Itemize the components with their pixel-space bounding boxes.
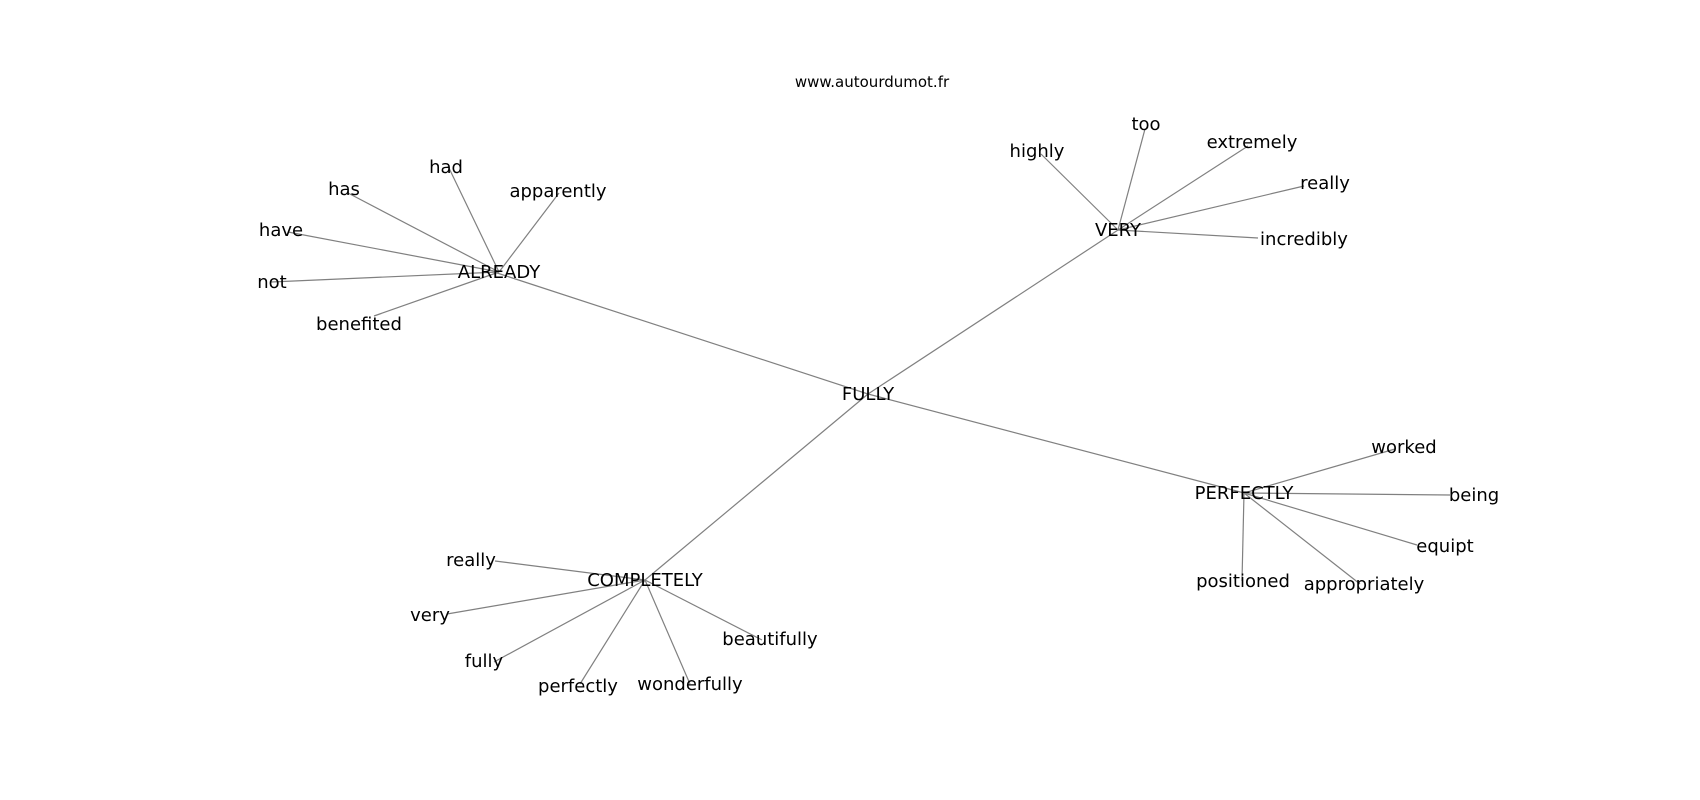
word-node-equipt[interactable]: equipt xyxy=(1416,536,1473,557)
edge-center-very xyxy=(867,229,1119,395)
word-node-benefited[interactable]: benefited xyxy=(316,314,402,335)
word-node-fully[interactable]: fully xyxy=(465,651,504,672)
edge-completely-leaf xyxy=(644,579,763,641)
edge-already-leaf xyxy=(347,192,500,273)
word-node-really-very[interactable]: really xyxy=(1300,173,1350,194)
word-node-extremely[interactable]: extremely xyxy=(1207,132,1298,153)
word-node-worked[interactable]: worked xyxy=(1371,437,1436,458)
edge-completely-leaf xyxy=(493,579,646,663)
edge-perfectly-leaf xyxy=(1243,492,1361,585)
word-node-perfectly[interactable]: perfectly xyxy=(538,676,618,697)
word-node-has[interactable]: has xyxy=(328,179,360,200)
edge-perfectly-leaf xyxy=(1243,492,1451,496)
word-node-really-completely[interactable]: really xyxy=(446,550,496,571)
graph-edges xyxy=(270,128,1451,685)
edge-very-leaf xyxy=(1117,185,1305,231)
word-node-very-completely[interactable]: very xyxy=(410,605,450,626)
edge-already-leaf xyxy=(270,271,500,283)
word-node-too[interactable]: too xyxy=(1131,114,1160,135)
word-node-incredibly[interactable]: incredibly xyxy=(1260,229,1348,250)
word-node-positioned[interactable]: positioned xyxy=(1196,571,1290,592)
word-node-beautifully[interactable]: beautifully xyxy=(722,629,818,650)
source-label[interactable]: www.autourdumot.fr xyxy=(795,73,950,91)
edge-perfectly-leaf xyxy=(1243,448,1396,494)
edge-center-already xyxy=(493,271,869,395)
word-node-being[interactable]: being xyxy=(1449,485,1499,506)
hub-node-already[interactable]: ALREADY xyxy=(458,262,541,283)
edge-perfectly-leaf xyxy=(1243,492,1418,546)
edge-very-leaf xyxy=(1040,153,1119,231)
edge-very-leaf xyxy=(1117,128,1146,231)
word-node-highly[interactable]: highly xyxy=(1010,141,1065,162)
center-node[interactable]: FULLY xyxy=(842,384,895,405)
edge-completely-leaf xyxy=(579,579,646,685)
edge-completely-leaf xyxy=(446,579,646,615)
word-node-not[interactable]: not xyxy=(257,272,286,293)
edge-already-leaf xyxy=(447,165,500,273)
edge-completely-leaf xyxy=(494,560,646,581)
word-node-apparently[interactable]: apparently xyxy=(509,181,606,202)
word-node-appropriately[interactable]: appropriately xyxy=(1304,574,1425,595)
hub-node-perfectly[interactable]: PERFECTLY xyxy=(1195,483,1295,504)
graph-nodes: www.autourdumot.fr FULLY ALREADY has had… xyxy=(257,73,1499,697)
hub-node-very[interactable]: VERY xyxy=(1095,220,1142,241)
word-node-have[interactable]: have xyxy=(259,220,303,241)
edge-very-leaf xyxy=(1117,145,1249,231)
edge-very-leaf xyxy=(1117,229,1259,239)
edge-already-leaf xyxy=(498,192,560,273)
edge-already-leaf xyxy=(287,231,500,273)
edge-completely-leaf xyxy=(644,579,691,685)
word-node-wonderfully[interactable]: wonderfully xyxy=(637,674,743,695)
edge-already-leaf xyxy=(373,271,500,317)
edge-perfectly-leaf xyxy=(1241,492,1245,582)
word-node-had[interactable]: had xyxy=(429,157,463,178)
hub-node-completely[interactable]: COMPLETELY xyxy=(587,570,704,591)
edge-center-perfectly xyxy=(867,393,1245,494)
edge-center-completely xyxy=(644,393,869,581)
